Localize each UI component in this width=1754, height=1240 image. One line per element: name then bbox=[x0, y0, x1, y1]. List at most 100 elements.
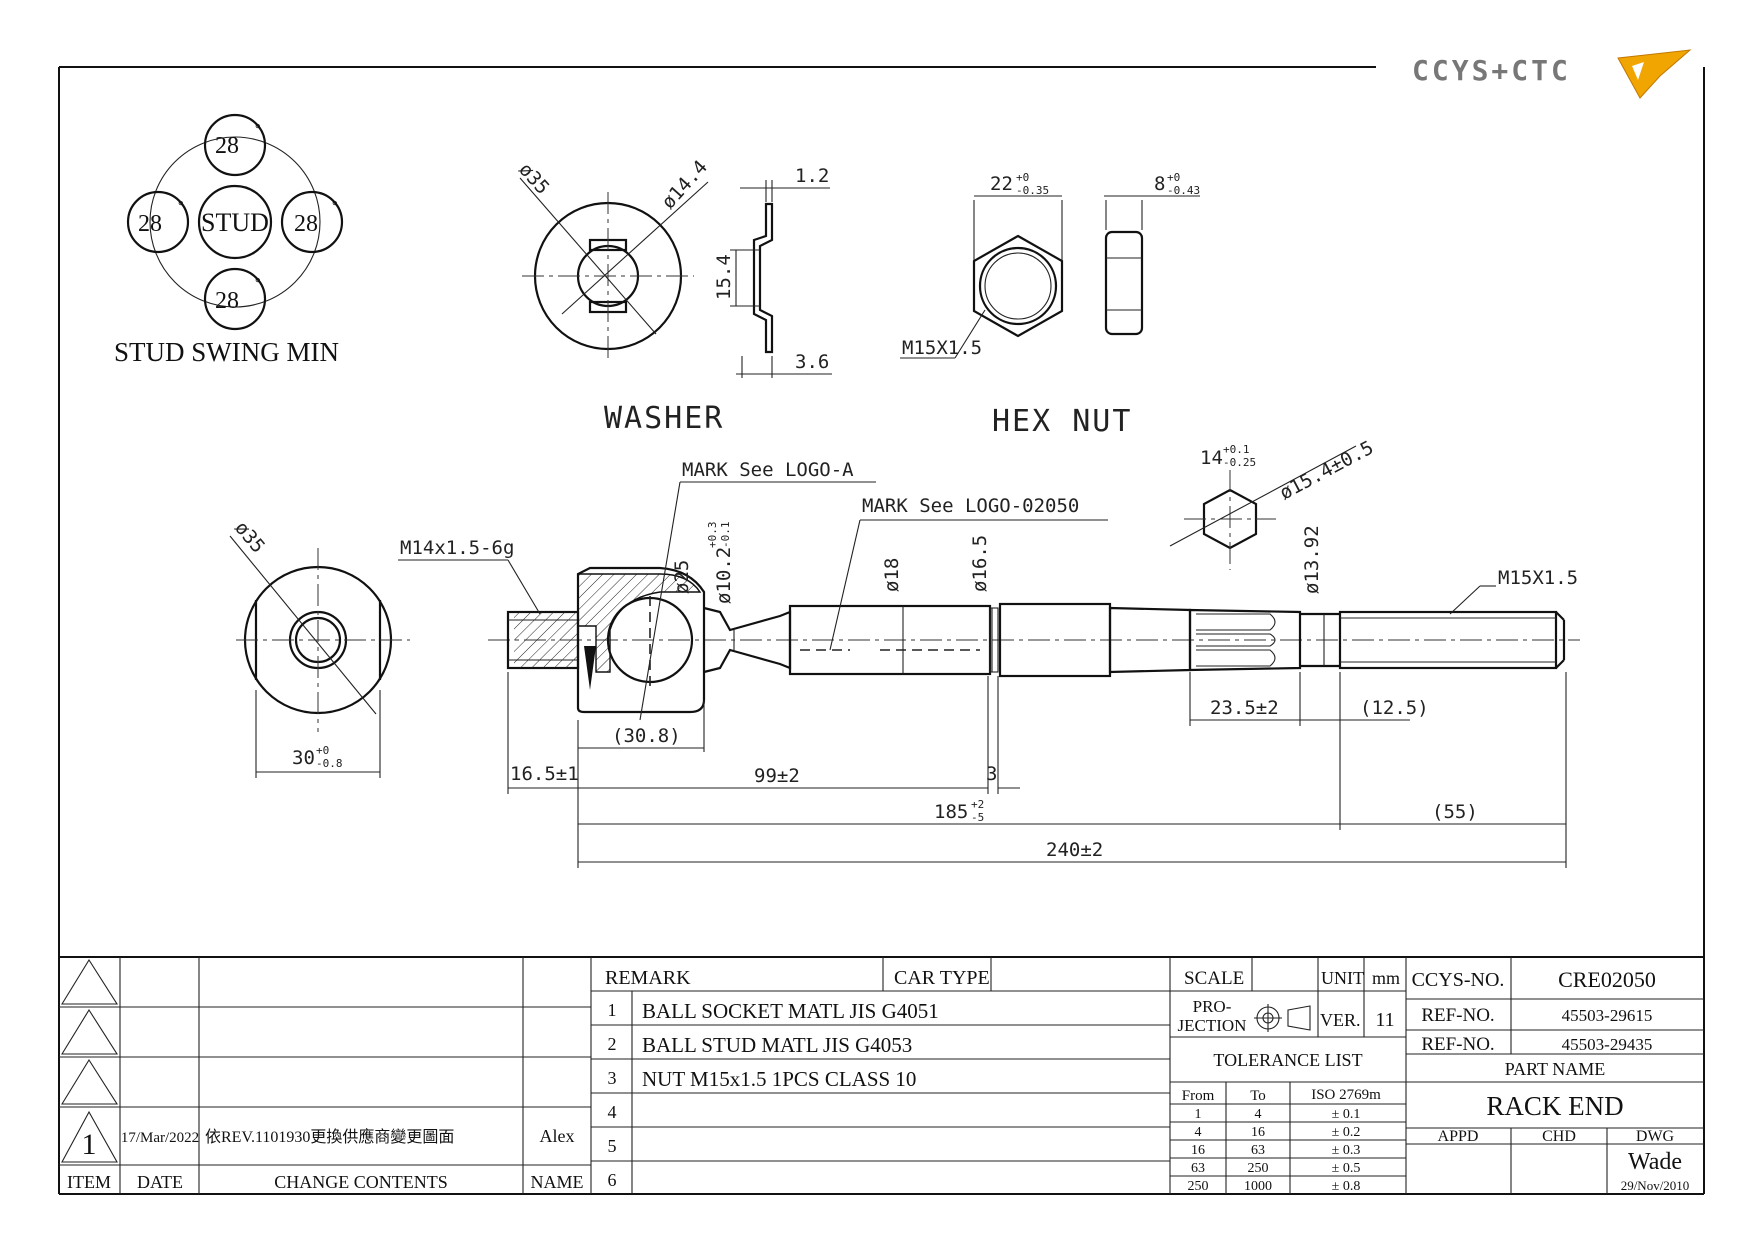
dwg-name: Wade bbox=[1628, 1149, 1682, 1175]
tol-value: ± 0.2 bbox=[1332, 1125, 1361, 1140]
dwg-date: 29/Nov/2010 bbox=[1621, 1178, 1690, 1193]
end-view: ø35 30 +0 -0.8 bbox=[229, 517, 410, 778]
tol-value: ± 0.1 bbox=[1332, 1107, 1361, 1122]
ref-no-label: REF-NO. bbox=[1421, 1034, 1494, 1055]
dia-25: ø25 bbox=[671, 560, 693, 594]
tol-to: 63 bbox=[1251, 1143, 1265, 1158]
ccys-no-label: CCYS-NO. bbox=[1412, 969, 1505, 991]
tol-to: 1000 bbox=[1244, 1179, 1272, 1194]
hex-section-dia: ø15.4±0.5 bbox=[1276, 437, 1377, 505]
remark-no: 3 bbox=[608, 1068, 617, 1088]
washer-depth: 3.6 bbox=[795, 351, 829, 373]
mark-logo-02050: MARK See LOGO-02050 bbox=[862, 495, 1079, 517]
hex-nut-view: 22 +0 -0.35 M15X1.5 8 +0 -0.43 HEX NUT bbox=[900, 171, 1200, 439]
title-block: SCALE UNIT mm PRO- JECTION VER. 11 TOLER… bbox=[1170, 957, 1704, 1194]
remark-text: NUT M15x1.5 1PCS CLASS 10 bbox=[642, 1067, 916, 1091]
part-name-label: PART NAME bbox=[1505, 1059, 1605, 1079]
dim-3: 3 bbox=[986, 763, 997, 785]
dim-99: 99±2 bbox=[754, 765, 800, 787]
stud-swing-title: STUD SWING MIN bbox=[114, 337, 339, 367]
ccys-no: CRE02050 bbox=[1558, 967, 1656, 992]
dia-16-5: ø16.5 bbox=[969, 535, 991, 592]
dia-10-2-tol-lower: -0.1 bbox=[719, 522, 732, 549]
dim-23-5: 23.5±2 bbox=[1210, 697, 1279, 719]
swing-bottom-value: 28 bbox=[215, 288, 239, 314]
logo-mark-icon bbox=[1617, 49, 1692, 99]
tol-from: 4 bbox=[1195, 1125, 1202, 1140]
dim-55: (55) bbox=[1432, 801, 1478, 823]
dim-16-5: 16.5±1 bbox=[510, 763, 579, 785]
header-change-contents: CHANGE CONTENTS bbox=[274, 1172, 448, 1192]
hex-section-width: 14 bbox=[1200, 447, 1223, 469]
tol-header-from: From bbox=[1182, 1088, 1215, 1104]
tolerance-title: TOLERANCE LIST bbox=[1213, 1050, 1362, 1070]
remark-no: 4 bbox=[608, 1102, 617, 1122]
dim-240: 240±2 bbox=[1046, 839, 1103, 861]
remark-text: BALL SOCKET MATL JIS G4051 bbox=[642, 999, 939, 1023]
dim-185-tol-lower: -5 bbox=[971, 811, 984, 824]
dim-12-5: (12.5) bbox=[1360, 697, 1429, 719]
swing-right-value: 28 bbox=[294, 211, 318, 237]
tol-to: 4 bbox=[1255, 1107, 1262, 1122]
remarks-block: REMARK CAR TYPE 1 BALL SOCKET MATL JIS G… bbox=[591, 957, 1171, 1194]
rack-end-main-view: 14 +0.1 -0.25 ø15.4±0.5 MARK See LOGO-A … bbox=[398, 437, 1580, 868]
chd-label: CHD bbox=[1542, 1128, 1576, 1145]
dim-185: 185 bbox=[934, 801, 968, 823]
dia-18: ø18 bbox=[881, 558, 903, 592]
remark-no: 1 bbox=[608, 1000, 617, 1020]
nut-width-tol-upper: +0 bbox=[1016, 171, 1029, 184]
unit-label: UNIT bbox=[1321, 968, 1364, 988]
header-date: DATE bbox=[137, 1172, 183, 1192]
appd-label: APPD bbox=[1438, 1128, 1479, 1145]
tol-from: 63 bbox=[1191, 1161, 1205, 1176]
ref-no-value: 45503-29435 bbox=[1562, 1035, 1653, 1054]
left-thread-spec: M14x1.5-6g bbox=[400, 537, 514, 559]
degree-symbol: ° bbox=[255, 122, 261, 137]
hex-tol-lower: -0.25 bbox=[1223, 456, 1256, 469]
remark-no: 5 bbox=[608, 1136, 617, 1156]
tol-from: 16 bbox=[1191, 1143, 1205, 1158]
end-view-dia: ø35 bbox=[230, 517, 269, 557]
dia-10-2-tol-upper: +0.3 bbox=[706, 522, 719, 549]
ref-no-label: REF-NO. bbox=[1421, 1005, 1494, 1026]
nut-height-tol-lower: -0.43 bbox=[1167, 184, 1200, 197]
tol-from: 1 bbox=[1195, 1107, 1202, 1122]
hex-tol-upper: +0.1 bbox=[1223, 443, 1250, 456]
nut-width-tol-lower: -0.35 bbox=[1016, 184, 1049, 197]
end-width-tol-lower: -0.8 bbox=[316, 757, 343, 770]
end-width-tol-upper: +0 bbox=[316, 744, 329, 757]
tol-header-iso: ISO 2769m bbox=[1311, 1087, 1381, 1103]
washer-thickness: 1.2 bbox=[795, 165, 829, 187]
tol-from: 250 bbox=[1188, 1179, 1209, 1194]
header-name: NAME bbox=[531, 1172, 584, 1192]
remark-no: 6 bbox=[608, 1170, 617, 1190]
revision-block: 1 17/Mar/2022 依REV.1101930更換供應商變更圖面 Alex… bbox=[59, 957, 592, 1194]
tol-value: ± 0.8 bbox=[1332, 1179, 1361, 1194]
degree-symbol: ° bbox=[332, 199, 338, 214]
degree-symbol: ° bbox=[255, 276, 261, 291]
swing-top-value: 28 bbox=[215, 133, 239, 159]
remark-label: REMARK bbox=[605, 967, 691, 989]
washer-title: WASHER bbox=[604, 401, 724, 436]
dia-10-2: ø10.2 bbox=[713, 547, 735, 604]
scale-label: SCALE bbox=[1184, 968, 1244, 989]
washer-outer-dia: ø35 bbox=[514, 159, 553, 199]
ver-label: VER. bbox=[1320, 1010, 1361, 1030]
nut-width: 22 bbox=[990, 173, 1013, 195]
dia-13-92: ø13.92 bbox=[1301, 525, 1323, 594]
projection-label-line1: PRO- bbox=[1193, 997, 1232, 1016]
tol-to: 16 bbox=[1251, 1125, 1265, 1140]
projection-symbol-icon bbox=[1254, 1004, 1311, 1032]
dim-30-8: (30.8) bbox=[612, 725, 681, 747]
washer-height: 15.4 bbox=[713, 254, 735, 300]
right-thread-spec: M15X1.5 bbox=[1498, 567, 1578, 589]
logo-mark-highlight bbox=[1632, 62, 1644, 80]
tol-value: ± 0.5 bbox=[1332, 1161, 1361, 1176]
part-name: RACK END bbox=[1486, 1091, 1623, 1121]
end-view-width: 30 bbox=[292, 747, 315, 769]
revision-name: Alex bbox=[540, 1126, 575, 1146]
header-item: ITEM bbox=[67, 1172, 111, 1192]
stud-swing-diagram: STUD 28 28 28 28 ° ° ° ° STUD SWING MIN bbox=[114, 113, 344, 367]
remark-no: 2 bbox=[608, 1034, 617, 1054]
